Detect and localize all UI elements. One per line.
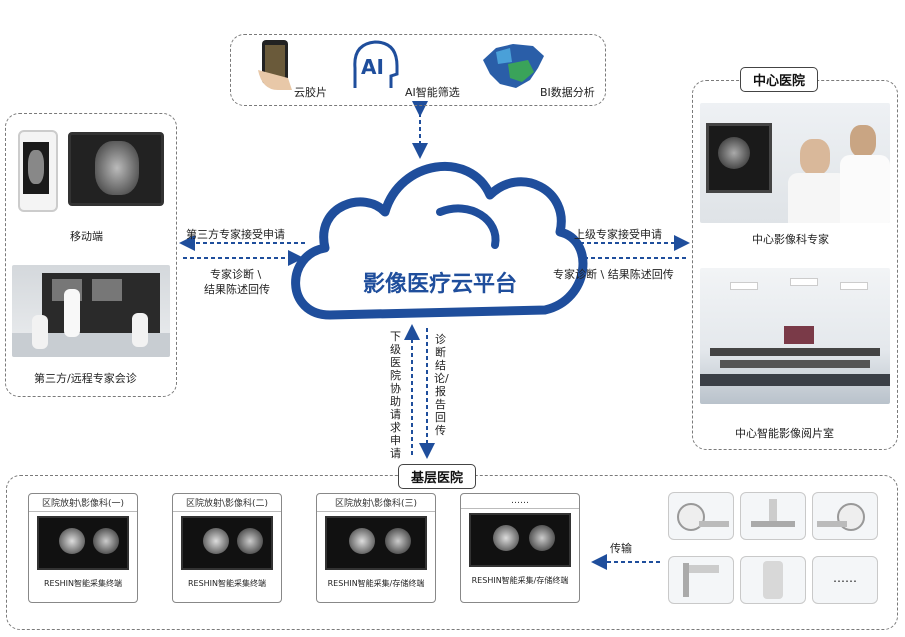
- terminal-monitor-3: 区院放射\影像科(三) RESHIN智能采集/存储终端: [316, 493, 436, 603]
- mobile-xray-icon: [668, 556, 734, 604]
- monitor-4-caption: RESHIN智能采集/存储终端: [471, 576, 569, 585]
- middle-up-label: 下级医院协助请求申请: [390, 330, 401, 460]
- remote-consultation-photo: [12, 265, 170, 357]
- monitor-2-title: 区院放射\影像科(二): [173, 494, 281, 512]
- dr-system-icon: [740, 556, 806, 604]
- right-arrow-top-label: 上级专家接受申请: [574, 228, 662, 241]
- monitor-1-caption: RESHIN智能采集终端: [43, 579, 123, 588]
- expert-photo: [700, 103, 890, 223]
- more-devices-icon: ……: [812, 556, 878, 604]
- monitor-1-title: 区院放射\影像科(一): [29, 494, 137, 512]
- monitor-2-caption: RESHIN智能采集终端: [187, 579, 267, 588]
- svg-text:AI: AI: [361, 55, 384, 79]
- bottom-title: 基层医院: [398, 464, 477, 489]
- tablet-image: [68, 132, 164, 206]
- china-map-icon: [478, 40, 548, 92]
- right-title: 中心医院: [740, 67, 819, 92]
- cloud-label: 影像医疗云平台: [362, 272, 517, 297]
- monitor-3-caption: RESHIN智能采集/存储终端: [327, 579, 425, 588]
- mri-scanner-icon: [812, 492, 878, 540]
- mobile-label: 移动端: [70, 230, 103, 243]
- left-arrow-bottom-label-2: 结果陈述回传: [204, 283, 270, 296]
- middle-down-label: 诊断结论/报告回传: [434, 333, 449, 437]
- top-services-box: [230, 34, 606, 106]
- left-remote-box: [5, 113, 177, 397]
- reading-room-photo: [700, 268, 890, 404]
- phone-icon: [258, 40, 292, 90]
- xray-table-icon: [740, 492, 806, 540]
- expert-label: 中心影像科专家: [752, 233, 829, 246]
- right-arrow-bottom-label: 专家诊断 \ 结果陈述回传: [553, 268, 674, 281]
- cloud-shape: [291, 161, 588, 320]
- top-item-bi-analysis: BI数据分析: [540, 86, 595, 99]
- more-devices-label: ……: [833, 571, 857, 585]
- top-item-cloud-film: 云胶片: [294, 86, 327, 99]
- transfer-label: 传输: [610, 542, 632, 555]
- consult-label: 第三方/远程专家会诊: [34, 372, 137, 385]
- mobile-phone-image: [18, 130, 58, 212]
- terminal-monitor-1: 区院放射\影像科(一) RESHIN智能采集终端: [28, 493, 138, 603]
- terminal-monitor-2: 区院放射\影像科(二) RESHIN智能采集终端: [172, 493, 282, 603]
- ct-scanner-icon: [668, 492, 734, 540]
- left-arrow-bottom-label-1: 专家诊断 \: [210, 268, 262, 281]
- monitor-3-title: 区院放射\影像科(三): [317, 494, 435, 512]
- terminal-monitor-4: …… RESHIN智能采集/存储终端: [460, 493, 580, 603]
- left-arrow-top-label: 第三方专家接受申请: [186, 228, 285, 241]
- monitor-4-title: ……: [461, 494, 579, 509]
- room-label: 中心智能影像阅片室: [735, 427, 834, 440]
- top-item-ai-screening: AI智能筛选: [405, 86, 460, 99]
- ai-head-icon: AI: [345, 38, 403, 94]
